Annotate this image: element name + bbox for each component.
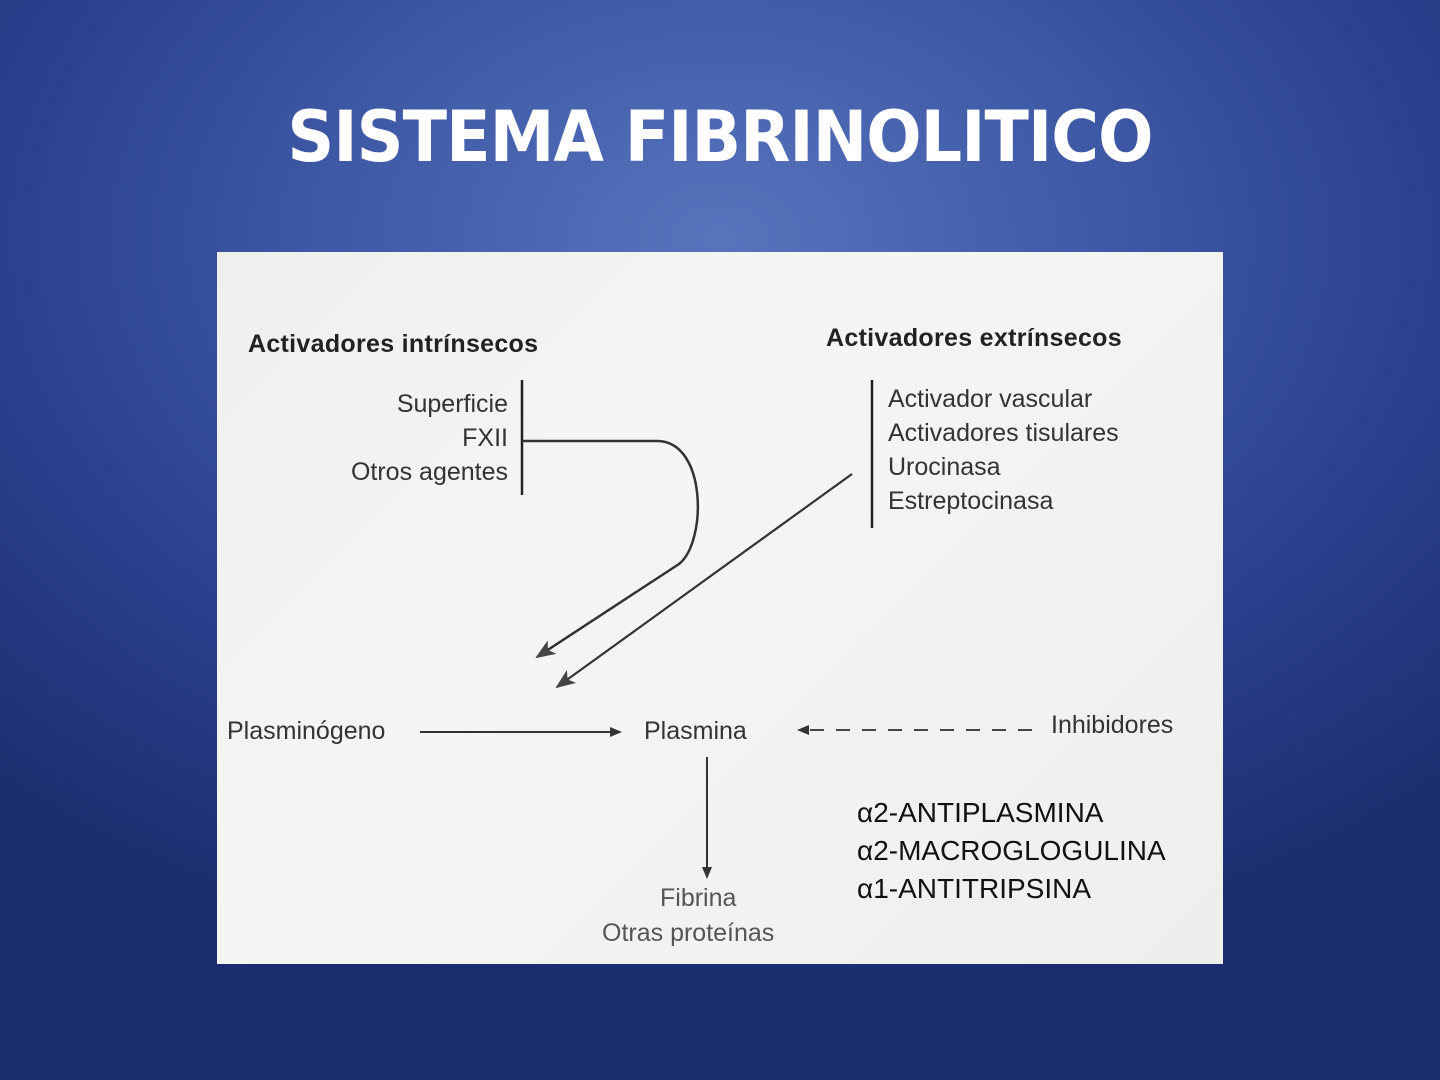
inhibitors-label: Inhibidores	[1051, 711, 1174, 739]
intrinsic-arrow	[522, 439, 700, 659]
intrinsic-item: Otros agentes	[350, 458, 508, 486]
extrinsic-item: Activadores tisulares	[888, 419, 1119, 447]
fibrin-label: Fibrina	[660, 884, 737, 912]
inhibitor-item: α2-MACROGLOGULINA	[857, 835, 1166, 866]
other-proteins-label: Otras proteínas	[602, 919, 775, 947]
extrinsic-arrow	[555, 473, 853, 689]
inhibitor-item: α2-ANTIPLASMINA	[857, 797, 1104, 828]
diagram-arrows	[420, 380, 1032, 879]
intrinsic-item: FXII	[462, 424, 508, 452]
intrinsic-heading: Activadores intrínsecos	[248, 330, 539, 358]
plasminogen-label: Plasminógeno	[227, 717, 386, 745]
intrinsic-item: Superficie	[396, 390, 508, 418]
slide-title: SISTEMA FIBRINOLITICO	[287, 96, 1153, 178]
inhibitor-item: α1-ANTITRIPSINA	[857, 873, 1091, 904]
extrinsic-item: Urocinasa	[888, 453, 1001, 481]
plasmin-label: Plasmina	[644, 717, 747, 745]
extrinsic-item: Estreptocinasa	[888, 487, 1054, 515]
extrinsic-heading: Activadores extrínsecos	[826, 324, 1122, 352]
extrinsic-item: Activador vascular	[888, 385, 1093, 413]
fibrinolytic-diagram: Activadores intrínsecos Superficie FXII …	[217, 252, 1223, 964]
